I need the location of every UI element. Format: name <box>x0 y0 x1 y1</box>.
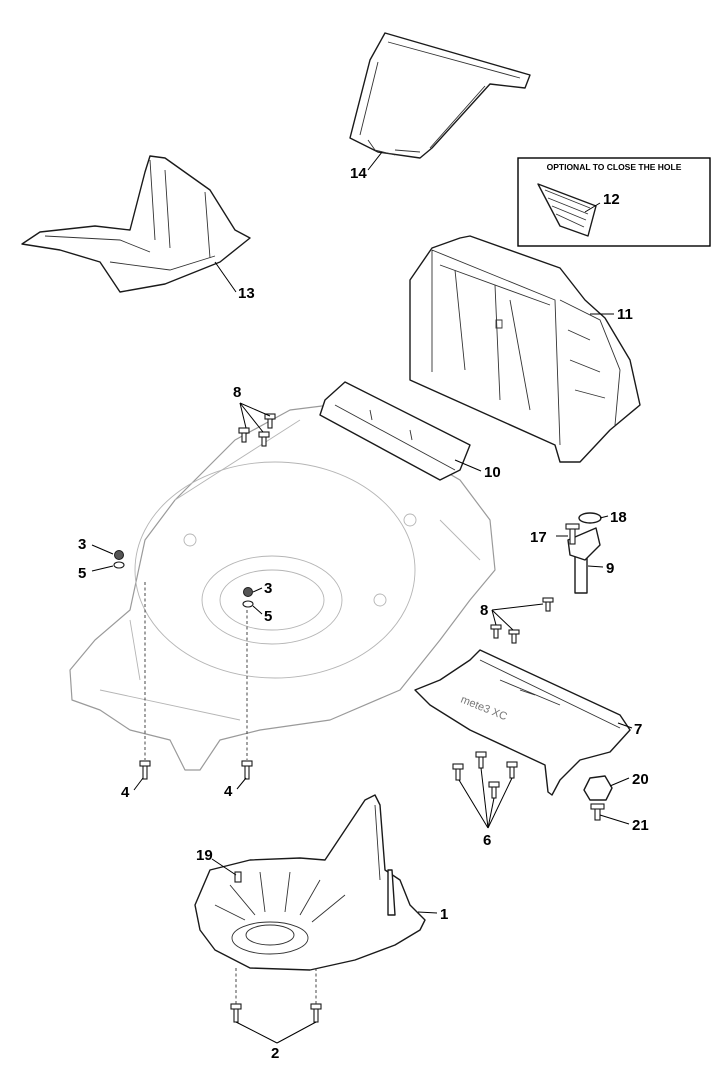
callout-6: 6 <box>483 832 491 849</box>
callout-11: 11 <box>617 306 633 323</box>
callout-7: 7 <box>634 721 642 738</box>
part-21-screw <box>590 803 605 821</box>
part-12-hole-cover <box>537 183 597 237</box>
callouts: 14 12 13 11 8 10 18 17 3 9 5 3 5 8 7 20 … <box>78 165 649 1062</box>
callout-2: 2 <box>271 1045 279 1062</box>
part-4-screw-left <box>139 760 151 780</box>
callout-21: 21 <box>632 817 649 834</box>
part-14-chute-cover <box>349 32 531 159</box>
callout-8-top: 8 <box>233 384 241 401</box>
part-3-nut-left <box>114 550 124 560</box>
optional-box-title: OPTIONAL TO CLOSE THE HOLE <box>547 162 682 172</box>
callout-17: 17 <box>530 529 547 546</box>
part-13-deflector <box>21 155 251 293</box>
callout-14: 14 <box>350 165 367 182</box>
callout-4-left: 4 <box>121 784 130 801</box>
part-5-washer-left <box>113 561 125 569</box>
callout-18: 18 <box>610 509 627 526</box>
callout-8-right: 8 <box>480 602 488 619</box>
callout-5-left: 5 <box>78 565 86 582</box>
callout-3-left: 3 <box>78 536 86 553</box>
part-6-screws <box>452 751 518 799</box>
part-3-nut-center <box>243 587 253 597</box>
part-4-screw-center <box>241 760 253 780</box>
part-1-mulching-insert <box>194 794 426 971</box>
callout-3-center: 3 <box>264 580 272 597</box>
part-5-washer-center <box>242 600 254 608</box>
part-7-lower-plate: mete3 XC <box>414 649 631 796</box>
part-8-screws-right <box>490 597 554 644</box>
deck <box>69 404 496 771</box>
callout-5-center: 5 <box>264 608 272 625</box>
leader-lines <box>91 151 633 1044</box>
optional-box: OPTIONAL TO CLOSE THE HOLE <box>517 157 711 247</box>
callout-20: 20 <box>632 771 649 788</box>
callout-12: 12 <box>603 191 620 208</box>
part-20-knob <box>583 775 613 801</box>
callout-10: 10 <box>484 464 501 481</box>
part-17-screw <box>565 523 580 545</box>
callout-1: 1 <box>440 906 448 923</box>
part-18-ring <box>578 512 602 524</box>
part-2-screws <box>230 1003 322 1023</box>
assembly-lines <box>144 582 317 1004</box>
part-8-screws-top <box>238 413 276 447</box>
callout-4-center: 4 <box>224 783 233 800</box>
callout-19: 19 <box>196 847 213 864</box>
callout-9: 9 <box>606 560 614 577</box>
part-11-chute-housing <box>409 235 641 463</box>
part-19-clip <box>234 871 242 883</box>
part-9-rod <box>567 527 601 594</box>
part-10-rear-flap <box>319 381 471 481</box>
callout-13: 13 <box>238 285 255 302</box>
